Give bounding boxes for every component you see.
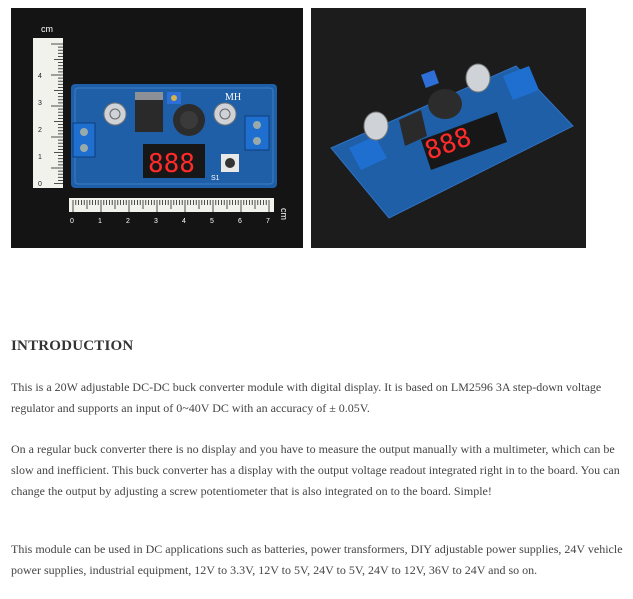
intro-paragraph: This is a 20W adjustable DC-DC buck conv… xyxy=(11,380,602,415)
horizontal-ruler-label: 4 xyxy=(182,218,186,225)
horizontal-ruler-label: 7 xyxy=(266,218,270,225)
vertical-ruler-label: 4 xyxy=(38,73,42,80)
horizontal-ruler-label: 6 xyxy=(238,218,242,225)
vertical-ruler-label: 1 xyxy=(38,154,42,161)
section-heading: INTRODUCTION xyxy=(11,338,134,354)
vertical-ruler-label: 2 xyxy=(38,127,42,134)
pcb-board-top: MH 888 S1 xyxy=(71,84,277,188)
seven-segment-display: 888 xyxy=(148,149,195,179)
horizontal-ruler-label: 1 xyxy=(98,218,102,225)
display-paragraph: On a regular buck converter there is no … xyxy=(11,442,620,498)
pcb-board-angled: 888 xyxy=(330,63,574,219)
board-label: MH xyxy=(225,92,241,103)
horizontal-ruler-unit: cm xyxy=(279,208,289,220)
product-photo-top-view-drawing: cm 4 3 2 1 0 0 1 2 3 4 5 6 7 cm xyxy=(11,8,303,248)
horizontal-ruler-label: 2 xyxy=(126,218,130,225)
vertical-ruler: cm 4 3 2 1 0 xyxy=(33,24,63,188)
vertical-ruler-label: 0 xyxy=(38,181,42,188)
product-photo-top-view: cm 4 3 2 1 0 0 1 2 3 4 5 6 7 cm xyxy=(11,8,303,248)
product-photo-angled-view: 888 xyxy=(311,8,586,248)
board-marking: S1 xyxy=(211,175,220,182)
horizontal-ruler: 0 1 2 3 4 5 6 7 cm xyxy=(69,198,289,225)
product-photo-angled-view-drawing: 888 xyxy=(311,8,586,248)
vertical-ruler-label: 3 xyxy=(38,100,42,107)
horizontal-ruler-label: 5 xyxy=(210,218,214,225)
vertical-ruler-unit: cm xyxy=(41,24,53,34)
applications-paragraph: This module can be used in DC applicatio… xyxy=(11,542,623,577)
horizontal-ruler-label: 3 xyxy=(154,218,158,225)
horizontal-ruler-label: 0 xyxy=(70,218,74,225)
